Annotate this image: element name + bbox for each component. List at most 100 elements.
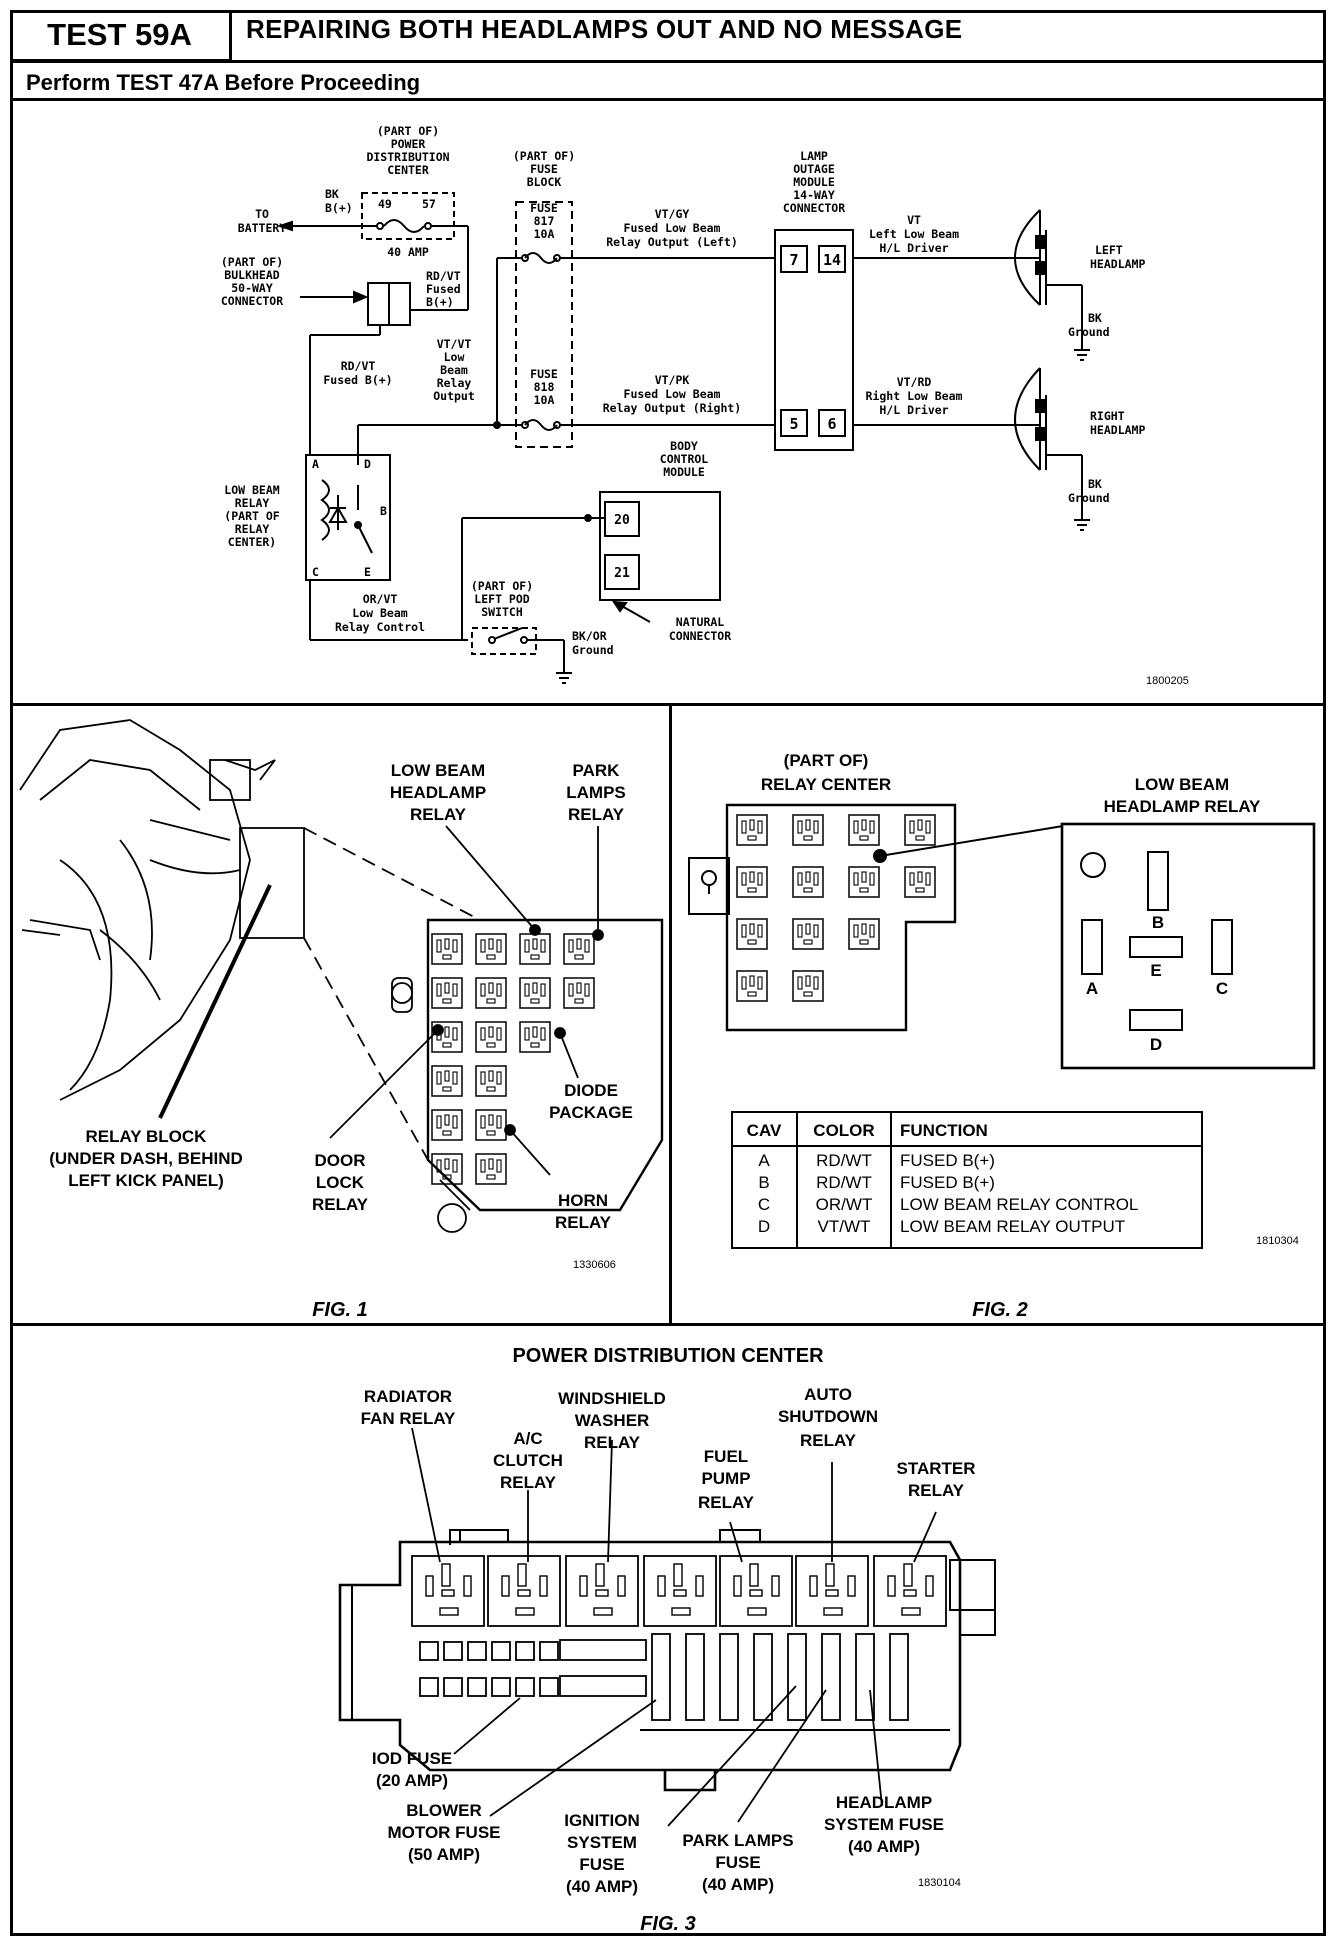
vtpk-1: Fused Low Beam (624, 387, 721, 401)
relay-pin-b: B (380, 504, 387, 518)
table-row: LOW BEAM RELAY CONTROL (900, 1195, 1138, 1214)
fig1-relay-socket (563, 977, 595, 1009)
fig3-relay-socket (565, 1555, 639, 1627)
fuse17-1: 817 (534, 214, 555, 228)
bulkhead-label-1: BULKHEAD (224, 268, 279, 282)
table-row: B (758, 1173, 769, 1192)
fig3-blower-0: BLOWER (406, 1801, 482, 1820)
fig2-low-beam-1: HEADLAMP RELAY (1104, 797, 1261, 816)
pdc-terminal-57: 57 (422, 197, 436, 211)
fig2-pin-e: E (1150, 961, 1161, 980)
relay-pin-d: D (364, 457, 371, 471)
relay-center-bracket (688, 857, 730, 915)
bk-ground-right-0: BK (1088, 477, 1102, 491)
fig1-relay-block-1: (UNDER DASH, BEHIND (49, 1149, 243, 1168)
test-subtitle: Perform TEST 47A Before Proceeding (26, 70, 421, 95)
subtitle-divider (10, 98, 1326, 101)
rdwt-fused-1: Fused (426, 282, 461, 296)
pdc-label-3: CENTER (387, 163, 429, 177)
schematic-divider (10, 703, 1326, 706)
vtpk-0: VT/PK (655, 373, 690, 387)
fig3-asd-0: AUTO (804, 1385, 852, 1404)
fig3-labels: POWER DISTRIBUTION CENTER RADIATOR FAN R… (361, 1345, 976, 1935)
to-battery-1: BATTERY (238, 221, 287, 235)
bk-label-0: BK (325, 187, 339, 201)
fig2-relay-socket (736, 918, 768, 950)
fig1-relay-block-0: RELAY BLOCK (86, 1127, 208, 1146)
bcm-pin-20: 20 (614, 513, 630, 528)
fig3-ac-1: CLUTCH (493, 1451, 563, 1470)
pdc-fuse-link (383, 219, 425, 233)
vtpk-2: Relay Output (Right) (603, 401, 741, 415)
pdc-fuse-box (361, 192, 455, 240)
fig2-pin-c: C (1216, 979, 1228, 998)
vt-left-2: H/L Driver (879, 241, 948, 255)
fig1-illustration (19, 719, 664, 1233)
switch-label-1: LEFT POD (474, 592, 529, 606)
kick-panel-outline (19, 719, 251, 1101)
fig2-relay-socket (848, 866, 880, 898)
vtwt-label-0: VT/VT (437, 337, 472, 351)
lom-pin-7: 7 (789, 251, 798, 269)
switch-label-2: SWITCH (481, 605, 523, 619)
fig3-divider (10, 1323, 1326, 1326)
to-battery-0: TO (255, 207, 269, 221)
fig3-fuses (419, 1633, 909, 1721)
fig1-code: 1330606 (573, 1259, 616, 1271)
relay-pin-e: E (364, 565, 371, 579)
bulkhead-label-3: CONNECTOR (221, 294, 283, 308)
fig1-door-2: RELAY (312, 1195, 369, 1214)
bulkhead-label-2: 50-WAY (231, 281, 273, 295)
fig3-starter-1: RELAY (908, 1481, 965, 1500)
fig3-mini-fuse (539, 1677, 559, 1697)
pdc-label-0: (PART OF) (377, 124, 439, 138)
vtwt-label-2: Beam (440, 363, 468, 377)
fig3-blower-1: MOTOR FUSE (387, 1823, 500, 1842)
fig3-mini-fuse (491, 1677, 511, 1697)
fig3-relays (411, 1555, 947, 1627)
bcm-pin-21: 21 (614, 566, 630, 581)
fig1-relay-socket (519, 977, 551, 1009)
fig1-relay-socket (431, 1109, 463, 1141)
fig1-relay-socket (475, 1021, 507, 1053)
fig3-ign-2: FUSE (579, 1855, 624, 1874)
switch-label-0: (PART OF) (471, 579, 533, 593)
table-header-cav: CAV (747, 1121, 782, 1140)
fig3-iod-1: (20 AMP) (376, 1771, 448, 1790)
fuse17-0: FUSE (530, 201, 558, 215)
table-row: RD/WT (816, 1151, 872, 1170)
fig3-windshield-2: RELAY (584, 1433, 641, 1452)
fig3-mini-fuse (419, 1641, 439, 1661)
table-row: RD/WT (816, 1173, 872, 1192)
lom-pin-6: 6 (827, 415, 836, 433)
fig3-caption: FIG. 3 (640, 1913, 696, 1935)
fig3-windshield-0: WINDSHIELD (558, 1389, 666, 1408)
fig2-relay-socket (792, 918, 824, 950)
fig3-park-2: (40 AMP) (702, 1875, 774, 1894)
fig1-low-beam-2: RELAY (410, 805, 467, 824)
fig2-relay-socket (848, 814, 880, 846)
fig1-low-beam-1: HEADLAMP (390, 783, 486, 802)
bk-ground-right-1: Ground (1068, 491, 1110, 505)
right-headlamp-0: RIGHT (1090, 409, 1125, 423)
vtgy-1: Fused Low Beam (624, 221, 721, 235)
schematic-labels: (PART OF) POWER DISTRIBUTION CENTER 49 5… (221, 124, 1189, 687)
fig2-relay-socket (848, 918, 880, 950)
fig1-low-beam-0: LOW BEAM (391, 761, 485, 780)
schematic-code: 1800205 (1146, 675, 1189, 687)
relay-detail-pin-d (1129, 1009, 1183, 1031)
fuse-block-2: BLOCK (527, 175, 562, 189)
relay-label-2: (PART OF (224, 509, 279, 523)
orwt-label-0: OR/VT (363, 592, 398, 606)
fig1-relay-socket (519, 1021, 551, 1053)
vtrd-right-0: VT/RD (897, 375, 932, 389)
relay-detail-pin-c (1211, 919, 1233, 975)
bcm-label-0: BODY (670, 439, 698, 453)
fig3-headlamp-0: HEADLAMP (836, 1793, 932, 1812)
lom-3: 14-WAY (793, 188, 835, 202)
vtgy-2: Relay Output (Left) (606, 235, 738, 249)
pdc-outline (338, 1540, 962, 1792)
lamp-outage-module (774, 229, 854, 451)
fig3-maxi-fuse (685, 1633, 705, 1721)
